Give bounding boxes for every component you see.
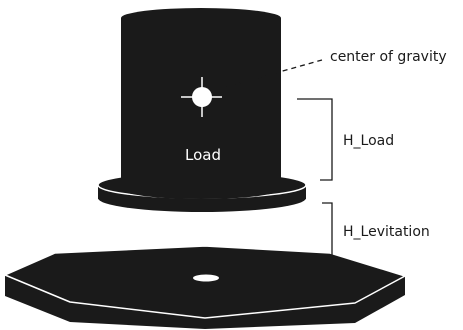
load-body: Load	[97, 8, 307, 212]
h-load-bracket	[297, 98, 333, 181]
cog-label: center of gravity	[330, 49, 447, 65]
cog-dot	[192, 87, 212, 107]
h-load-dimension: H_Load	[297, 98, 394, 181]
h-levitation-bracket	[322, 202, 333, 261]
load-label: Load	[185, 146, 221, 164]
load-cylinder	[121, 18, 281, 199]
base-top	[4, 245, 406, 319]
load-cylinder-top	[121, 8, 281, 28]
base-side	[5, 275, 405, 329]
levitation-base	[4, 245, 406, 329]
h-levitation-dimension: H_Levitation	[322, 202, 430, 261]
h-load-label: H_Load	[343, 133, 394, 149]
base-center-hole	[193, 274, 219, 282]
center-of-gravity-marker: center of gravity	[181, 49, 447, 117]
h-levitation-label: H_Levitation	[343, 224, 430, 240]
